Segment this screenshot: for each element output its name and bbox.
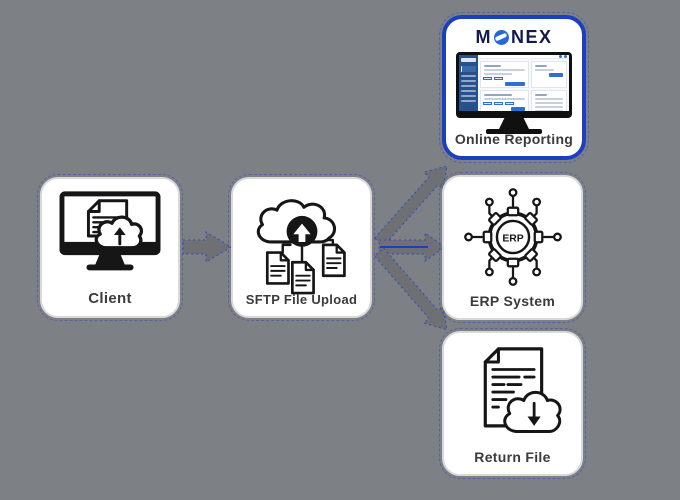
dashboard-card bbox=[480, 61, 529, 88]
cloud-upload-icon bbox=[94, 215, 144, 250]
monitor-dashboard-icon bbox=[456, 52, 572, 134]
online-reporting-node: M NEX bbox=[439, 12, 589, 163]
sftp-file-upload-node: SFTP File Upload bbox=[228, 174, 375, 321]
cloud-upload-documents-icon bbox=[256, 199, 346, 295]
dashboard-table-card bbox=[530, 90, 567, 111]
monex-logo: M NEX bbox=[446, 27, 582, 48]
erp-system-node: ERP ERP System bbox=[439, 172, 586, 323]
erp-system-label: ERP System bbox=[469, 293, 556, 309]
erp-gear-circuit-icon: ERP bbox=[463, 188, 562, 286]
dashboard-sidebar bbox=[459, 55, 478, 111]
dashboard-card bbox=[530, 61, 567, 88]
return-file-label: Return File bbox=[474, 449, 551, 465]
return-file-node: Return File bbox=[439, 328, 586, 479]
client-node: Client bbox=[37, 174, 183, 321]
online-reporting-label: Online Reporting bbox=[454, 131, 574, 147]
monex-logo-o-icon bbox=[493, 30, 509, 45]
client-label: Client bbox=[88, 290, 132, 307]
monex-logo-m: M bbox=[475, 27, 492, 47]
erp-icon-text: ERP bbox=[502, 233, 523, 244]
arrow-sftp-to-return-file bbox=[373, 247, 448, 331]
sftp-label: SFTP File Upload bbox=[245, 292, 358, 307]
arrow-client-to-sftp bbox=[182, 231, 232, 263]
monex-logo-nex: NEX bbox=[510, 27, 553, 47]
arrow-sftp-to-online-reporting bbox=[373, 165, 448, 247]
document-cloud-download-icon bbox=[483, 347, 562, 434]
document-icons bbox=[265, 243, 346, 295]
monitor-cloud-upload-icon bbox=[59, 191, 161, 271]
dashboard-topbar bbox=[478, 55, 569, 59]
cloud-download-icon bbox=[502, 390, 562, 434]
dashboard-card bbox=[480, 90, 529, 111]
